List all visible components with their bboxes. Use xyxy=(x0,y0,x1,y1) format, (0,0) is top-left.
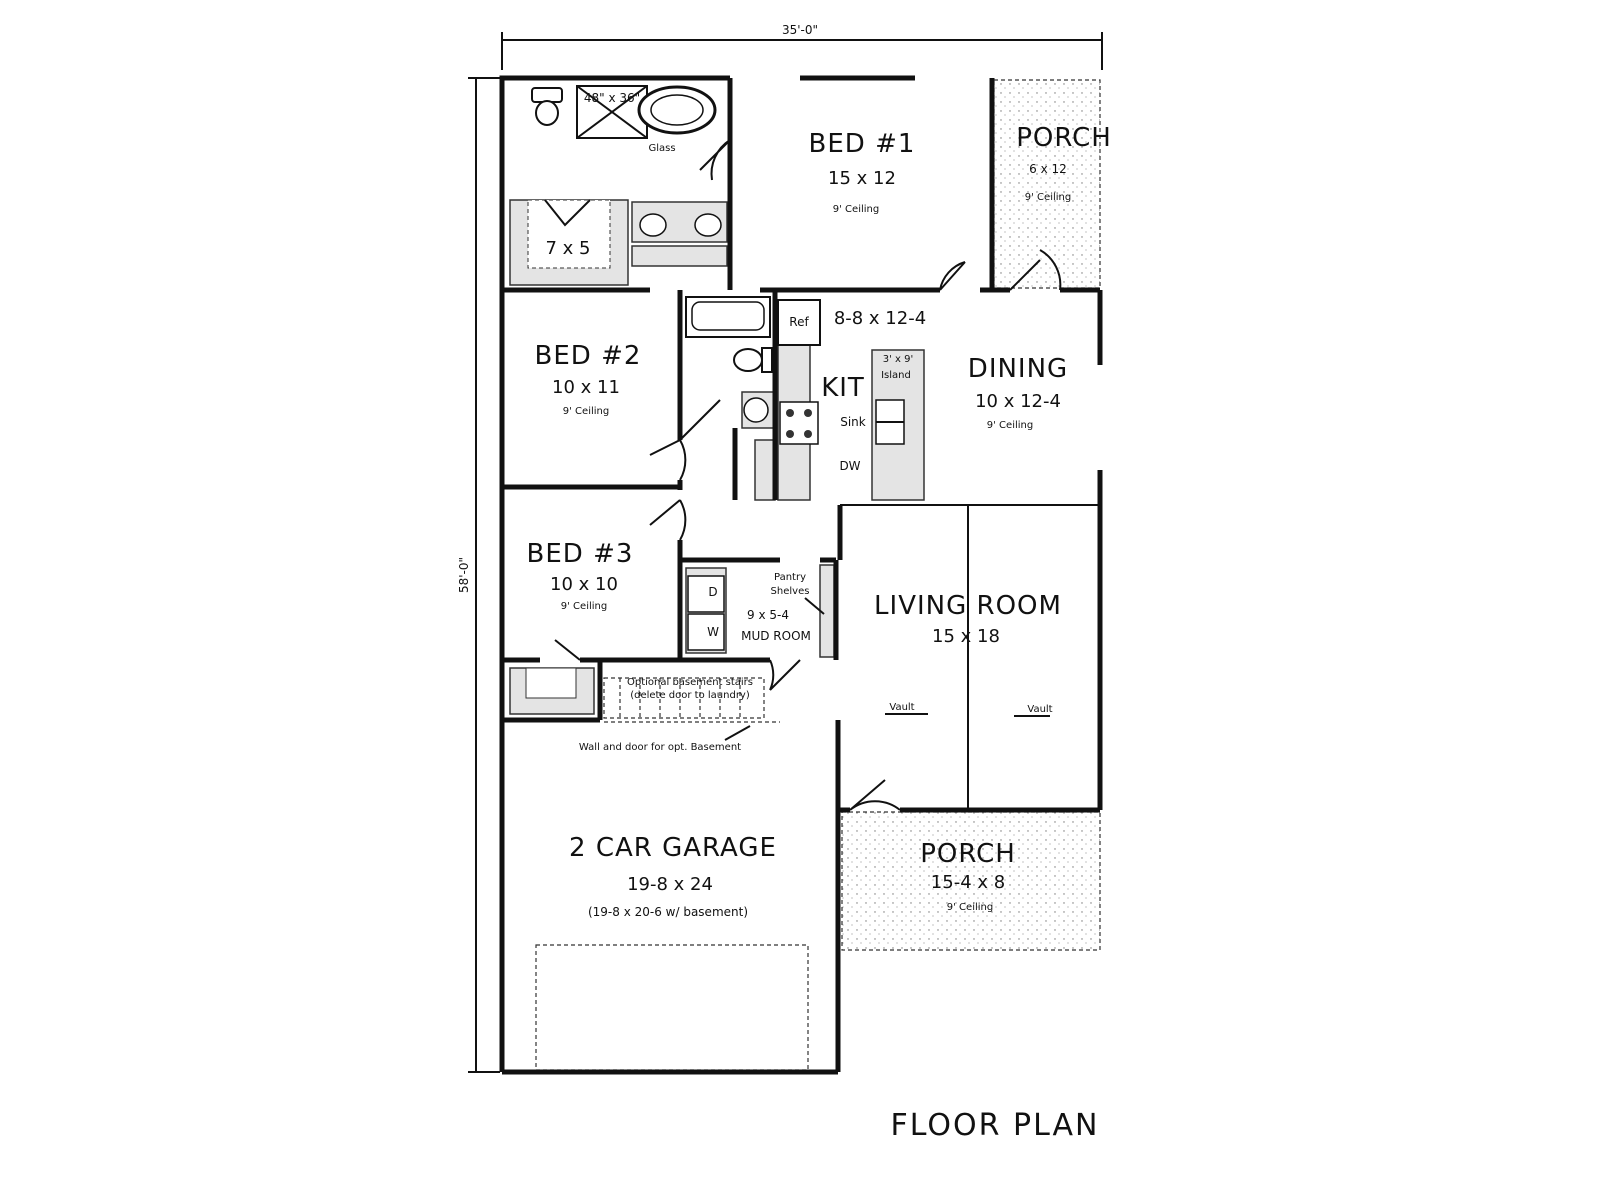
shower-size: 48" x 36" xyxy=(584,91,640,105)
bed1-ceiling: 9' Ceiling xyxy=(833,204,879,215)
garage-note: (19-8 x 20-6 w/ basement) xyxy=(588,905,748,919)
toilet-icon xyxy=(761,347,773,373)
washer xyxy=(687,613,725,651)
plan-title: FLOOR PLAN xyxy=(891,1108,1100,1143)
width-dimension: 35'-0" xyxy=(501,23,1103,70)
dining-name: DINING xyxy=(968,354,1068,384)
front-porch-name: PORCH xyxy=(920,839,1016,869)
mud-size: 9 x 5-4 xyxy=(747,608,789,622)
depth-dimension: 58'-0" xyxy=(457,77,500,1073)
shelves-label: Shelves xyxy=(771,586,810,597)
front-porch-size: 15-4 x 8 xyxy=(931,872,1005,893)
glass-note: Glass xyxy=(648,143,675,154)
rear-porch-ceiling: 9' Ceiling xyxy=(1025,192,1071,203)
stairs-note-1: Optional basement stairs xyxy=(627,677,753,688)
bathtub-icon xyxy=(637,85,717,135)
sink-icon xyxy=(639,213,667,237)
vault-right: Vault xyxy=(1027,704,1052,715)
sink-icon xyxy=(743,397,769,423)
bed3-name: BED #3 xyxy=(527,539,634,569)
kitchen-size: 8-8 x 12-4 xyxy=(834,308,926,329)
depth-label: 58'-0" xyxy=(457,557,471,593)
wall-door-note: Wall and door for opt. Basement xyxy=(579,742,741,753)
garage-name: 2 CAR GARAGE xyxy=(569,833,777,863)
dryer xyxy=(687,575,725,613)
bed1-name: BED #1 xyxy=(809,129,916,159)
island-label: Island xyxy=(881,370,911,381)
optional-stairs xyxy=(603,677,780,723)
dining-ceiling: 9' Ceiling xyxy=(987,420,1033,431)
pantry-label: Pantry xyxy=(774,572,806,583)
dining-size: 10 x 12-4 xyxy=(975,391,1061,412)
garage-size: 19-8 x 24 xyxy=(627,874,713,895)
mud-name: MUD ROOM xyxy=(741,629,811,643)
toilet-icon xyxy=(531,87,563,103)
room-labels: BED #1 15 x 12 9' Ceiling PORCH 6 x 12 9… xyxy=(527,91,1112,1143)
bed3-size: 10 x 10 xyxy=(550,574,618,595)
sink-label: Sink xyxy=(840,415,866,429)
garage-door xyxy=(535,944,809,1071)
ref-label: Ref xyxy=(789,315,809,329)
front-porch-floor xyxy=(842,812,1100,950)
dw-label: DW xyxy=(839,459,860,473)
island-size: 3' x 9' xyxy=(883,354,914,365)
washer-label: W xyxy=(707,625,719,639)
bed2-ceiling: 9' Ceiling xyxy=(563,406,609,417)
range-icon xyxy=(779,401,819,445)
dryer-label: D xyxy=(708,585,717,599)
front-porch-ceiling: 9' Ceiling xyxy=(947,902,993,913)
sink-icon xyxy=(694,213,722,237)
width-label: 35'-0" xyxy=(782,23,818,37)
vault-left: Vault xyxy=(889,702,914,713)
rear-porch-name: PORCH xyxy=(1016,123,1112,153)
living-size: 15 x 18 xyxy=(932,626,1000,647)
rear-porch-floor xyxy=(994,80,1100,288)
doors xyxy=(544,139,1062,811)
bed2-size: 10 x 11 xyxy=(552,377,620,398)
stairs-note-2: (delete door to laundry) xyxy=(630,690,750,701)
closet-size: 7 x 5 xyxy=(546,238,591,259)
refrigerator xyxy=(777,299,821,346)
kitchen-name: KIT xyxy=(821,373,865,403)
bed2-name: BED #2 xyxy=(535,341,642,371)
bed3-ceiling: 9' Ceiling xyxy=(561,601,607,612)
rear-porch-size: 6 x 12 xyxy=(1029,162,1067,176)
bed1-size: 15 x 12 xyxy=(828,168,896,189)
living-name: LIVING ROOM xyxy=(874,591,1062,621)
walls xyxy=(499,75,1103,1075)
